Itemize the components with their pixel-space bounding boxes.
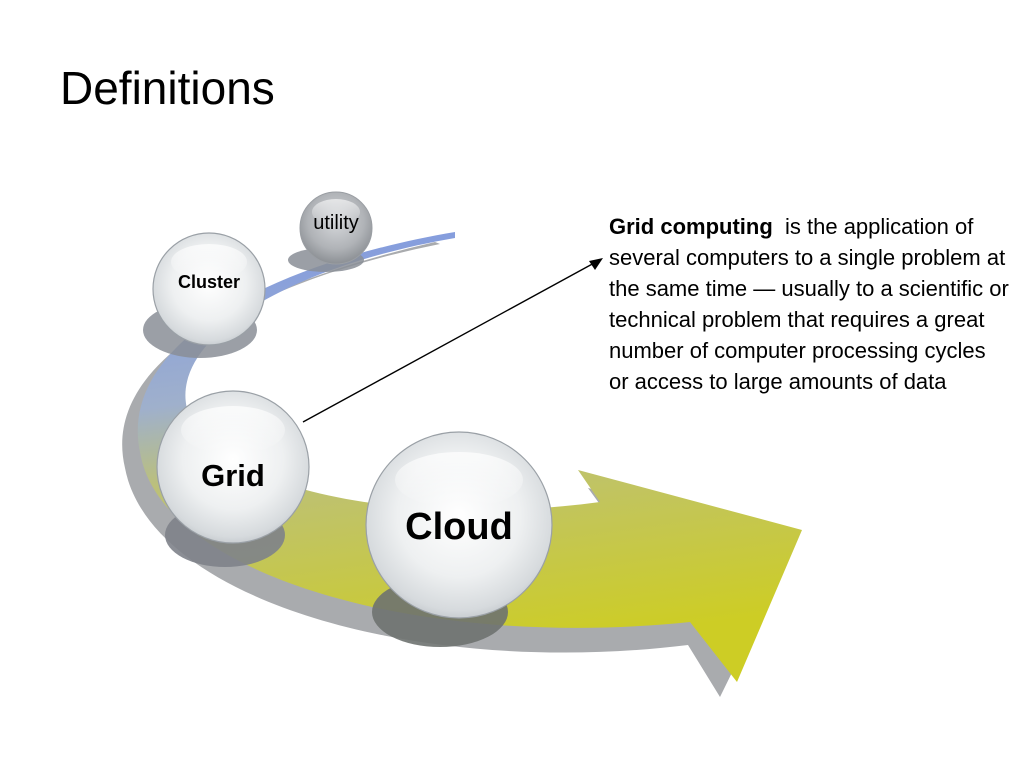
utility-node: utility xyxy=(288,191,373,272)
definition-body: is the application of several computers … xyxy=(609,214,1009,394)
definition-term: Grid computing xyxy=(609,214,773,239)
cloud-node-label: Cloud xyxy=(405,506,513,548)
cloud-node: Cloud xyxy=(365,431,553,647)
utility-node-highlight xyxy=(312,199,360,225)
cluster-node-label: Cluster xyxy=(178,272,240,292)
utility-node-label: utility xyxy=(313,212,359,234)
grid-node: Grid xyxy=(156,390,310,567)
grid-node-label: Grid xyxy=(201,458,265,493)
cluster-node: Cluster xyxy=(143,232,266,358)
definition-text: Grid computing is the application of sev… xyxy=(609,211,1009,397)
cluster-node-highlight xyxy=(171,244,247,280)
slide-title: Definitions xyxy=(60,62,275,114)
connector-line xyxy=(302,261,597,423)
grid-node-highlight xyxy=(181,406,285,454)
cloud-node-highlight xyxy=(395,452,523,508)
connector-arrowhead xyxy=(589,258,603,270)
curved-arrow xyxy=(137,232,802,682)
